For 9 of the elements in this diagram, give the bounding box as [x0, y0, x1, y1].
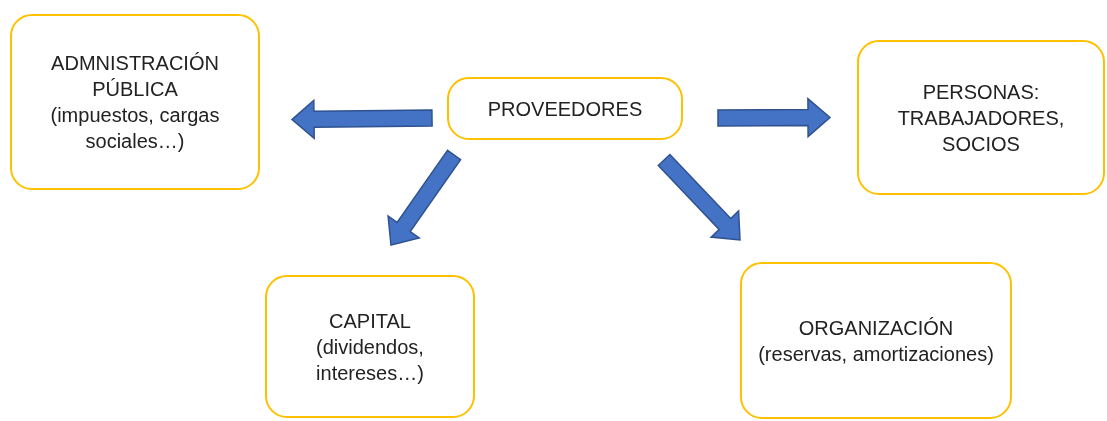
block-arrow: [387, 149, 462, 246]
text-box: PERSONAS: TRABAJADORES, SOCIOS: [857, 40, 1105, 195]
text-box: PROVEEDORES: [447, 77, 683, 140]
block-arrow: [657, 153, 741, 241]
text-box: ORGANIZACIÓN (reservas, amortizaciones): [740, 262, 1012, 419]
text-box: CAPITAL (dividendos, intereses…): [265, 275, 475, 418]
block-arrow: [717, 96, 832, 139]
text-box: ADMNISTRACIÓN PÚBLICA (impuestos, cargas sociales…): [10, 14, 260, 190]
block-arrow: [290, 98, 433, 140]
